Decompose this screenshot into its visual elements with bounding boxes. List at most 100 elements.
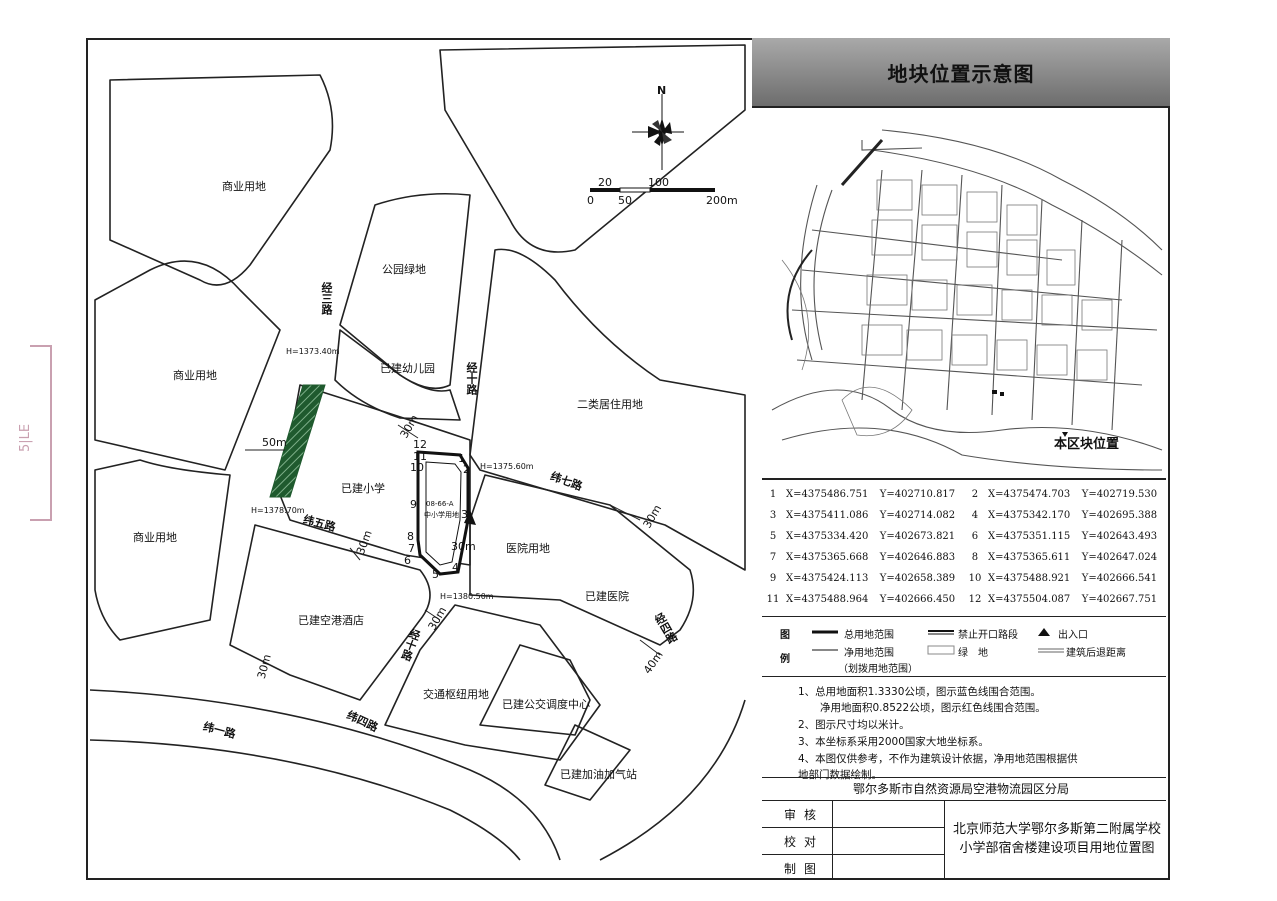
dim-30m-c: 30m <box>451 540 476 553</box>
elev-h4: H=1380.50m <box>440 592 494 601</box>
block-hotel <box>229 524 431 701</box>
signoff-hline-1 <box>762 827 944 828</box>
scale-0: 0 <box>587 194 594 207</box>
road-jingshi: 经十路 <box>465 362 478 395</box>
divider-overview <box>762 478 1166 480</box>
note-4: 4、本图仅供参考，不作为建筑设计依据，净用地范围根据供 <box>798 753 1078 765</box>
road-edge-arc <box>599 699 746 861</box>
signoff-vline-2 <box>944 800 945 880</box>
coordinate-x: X=4375365.668 <box>786 552 869 563</box>
legend-total: 总用地范围 <box>844 630 894 641</box>
project-title-line-2: 小学部宿舍楼建设项目用地位置图 <box>959 841 1155 856</box>
parcel-pt-2: 2 <box>463 463 470 476</box>
divider-table <box>762 616 1166 617</box>
coordinate-x: X=4375488.921 <box>987 573 1071 584</box>
block-transport <box>384 604 601 761</box>
legend-symbols <box>812 628 1064 655</box>
coordinate-y: Y=402643.493 <box>1081 531 1158 542</box>
coordinate-x: X=4375334.420 <box>786 531 869 542</box>
note-4b: 地部门数据绘制。 <box>798 769 882 781</box>
parcel-pt-8: 8 <box>407 530 414 543</box>
coordinate-x: X=4375342.170 <box>987 510 1071 521</box>
coordinate-idx: 12 <box>968 594 982 605</box>
label-gas-station: 已建加油加气站 <box>560 768 637 781</box>
compass-rose <box>632 94 684 170</box>
parcel-pt-7: 7 <box>408 542 415 555</box>
coordinate-idx: 5 <box>769 531 777 542</box>
scale-bar <box>590 187 715 193</box>
road-jingsan: 经三路 <box>320 282 333 315</box>
label-hospital-land: 医院用地 <box>506 542 550 555</box>
legend-setback: 建筑后退距离 <box>1066 648 1126 659</box>
parcel-name: 中小学用地 <box>424 511 459 519</box>
note-3: 3、本坐标系采用2000国家大地坐标系。 <box>798 736 989 748</box>
coordinate-y: Y=402647.024 <box>1081 552 1158 563</box>
legend-green-icon <box>927 645 955 655</box>
block-gas-station <box>544 724 631 801</box>
info-panel: 地块位置示意图 <box>752 38 1170 880</box>
label-commercial-1: 商业用地 <box>222 180 266 193</box>
note-1: 1、总用地面积1.3330公顷，图示蓝色线围合范围。 <box>798 686 1041 698</box>
panel-title: 地块位置示意图 <box>887 62 1035 86</box>
label-north: N <box>657 84 667 97</box>
road-edge-sw-2 <box>89 739 521 861</box>
coordinate-x: X=4375424.113 <box>786 573 869 584</box>
divider-legend <box>762 676 1166 677</box>
entrance-arrow <box>464 510 476 525</box>
label-school: 已建小学 <box>341 482 385 495</box>
signoff-draw: 制图 <box>784 862 825 876</box>
scale-200m: 200m <box>706 194 738 207</box>
parcel-pt-9: 9 <box>410 498 417 511</box>
road-edge-sw-1 <box>89 689 561 861</box>
signoff-hline-2 <box>762 854 944 855</box>
coordinate-x: X=4375474.703 <box>987 489 1071 500</box>
dim-50m: 50m <box>262 436 287 449</box>
coordinate-idx: 6 <box>971 531 979 542</box>
signoff-vline-1 <box>832 800 833 880</box>
coordinate-x: X=4375504.087 <box>987 594 1071 605</box>
label-hospital: 已建医院 <box>585 590 629 603</box>
coordinate-idx: 10 <box>968 573 982 584</box>
scale-100: 100 <box>648 176 669 189</box>
coordinate-idx: 4 <box>971 510 979 521</box>
legend-green: 绿 地 <box>958 648 988 659</box>
green-strip <box>269 384 326 498</box>
legend-tu: 图 <box>780 630 790 641</box>
coordinate-idx: 9 <box>769 573 777 584</box>
title-bar: 地块位置示意图 <box>752 38 1170 108</box>
coordinate-idx: 7 <box>769 552 777 563</box>
coordinate-y: Y=402666.541 <box>1081 573 1158 584</box>
coordinate-y: Y=402695.388 <box>1081 510 1158 521</box>
parcel-pt-3: 3 <box>461 508 468 521</box>
coordinate-x: X=4375365.611 <box>987 552 1071 563</box>
coordinate-idx: 8 <box>971 552 979 563</box>
project-title-line-1: 北京师范大学鄂尔多斯第二附属学校 <box>952 822 1161 837</box>
coordinate-y: Y=402710.817 <box>879 489 956 500</box>
elev-h1: H=1373.40m <box>286 347 340 356</box>
divider-agency <box>762 800 1166 801</box>
scale-50: 50 <box>618 194 632 207</box>
parcel-pt-5: 5 <box>432 568 439 581</box>
scale-20: 20 <box>598 176 612 189</box>
coordinate-y: Y=402666.450 <box>879 594 956 605</box>
parcel-pt-6: 6 <box>404 554 411 567</box>
signoff-check: 校对 <box>784 835 825 849</box>
label-transport: 交通枢纽用地 <box>423 688 489 701</box>
coordinate-idx: 2 <box>971 489 979 500</box>
label-kindergarten: 已建幼儿园 <box>380 362 435 375</box>
parcel-pt-12: 12 <box>413 438 427 451</box>
block-hospital <box>469 474 695 646</box>
block-north-east <box>439 44 746 253</box>
signoff-review: 审核 <box>784 808 825 822</box>
coordinate-idx: 1 <box>769 489 777 500</box>
coordinate-x: X=4375351.115 <box>987 531 1071 542</box>
label-bus-center: 已建公交调度中心 <box>502 698 590 711</box>
project-title: 北京师范大学鄂尔多斯第二附属学校 小学部宿舍楼建设项目用地位置图 <box>944 820 1170 858</box>
parcel-pt-11: 11 <box>413 450 427 463</box>
